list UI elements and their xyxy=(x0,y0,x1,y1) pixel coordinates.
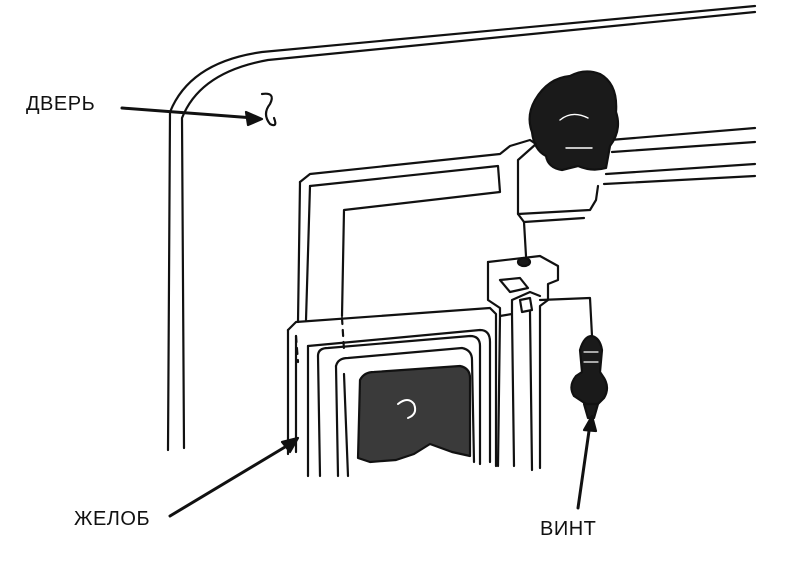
gutter-label: ЖЕЛОБ xyxy=(74,508,151,530)
gutter-frame-outer xyxy=(286,306,498,468)
gutter-frame-inner-1 xyxy=(306,328,492,464)
clamp-leg-left xyxy=(496,314,502,468)
gutter-frame-inner-2 xyxy=(316,334,482,466)
door-leader-arrow xyxy=(244,110,264,127)
screw-tip xyxy=(582,402,600,420)
clamp-bracket-face xyxy=(486,260,542,318)
gutter-leader-line xyxy=(168,442,292,518)
screw-label: ВИНТ xyxy=(540,518,597,540)
roof-rail-bottom xyxy=(602,174,757,186)
clamp-bracket xyxy=(486,254,560,470)
clamp-leg-inner xyxy=(528,310,534,472)
gutter-frame-inner-3-left xyxy=(334,364,340,478)
gutter-frame-inner-4 xyxy=(342,372,350,478)
clamp-leg-right xyxy=(510,312,516,468)
door-hook xyxy=(260,92,277,127)
screw-leader-line xyxy=(576,422,592,510)
door-label: ДВЕРЬ xyxy=(26,93,96,115)
bracket-frame-connector xyxy=(516,212,586,224)
gutter-frame-left-dashed xyxy=(294,334,300,364)
gutter-recess-hook xyxy=(397,399,417,419)
bracket-frame-left-inner xyxy=(304,184,312,322)
screw-leader-arrow xyxy=(582,414,598,433)
clamp-bracket-inner xyxy=(498,276,530,294)
roof-rail-low xyxy=(604,162,757,176)
bracket-frame-left xyxy=(296,180,302,324)
gutter-frame-dash-top xyxy=(340,316,346,352)
screw-body xyxy=(570,334,609,406)
clamp-slot xyxy=(518,296,534,314)
screw-guide-line xyxy=(538,296,594,338)
roof-rail-top xyxy=(608,126,757,142)
door-panel-outline xyxy=(166,4,757,452)
retainer-clip-highlight xyxy=(559,113,593,149)
bracket-frame-top-inner xyxy=(308,164,502,318)
gutter-frame-inner-2-left xyxy=(316,354,322,478)
gutter-frame-inner-3 xyxy=(334,346,476,464)
retainer-clip xyxy=(528,70,620,172)
screw-thread-highlight xyxy=(583,351,599,363)
roof-rail-mid xyxy=(610,140,757,154)
gutter-leader-arrow xyxy=(280,436,300,454)
clamp-screw-head xyxy=(516,256,532,268)
door-leader-line xyxy=(120,106,256,120)
bracket-frame-stem xyxy=(522,220,528,258)
bracket-frame-outer xyxy=(298,138,600,216)
